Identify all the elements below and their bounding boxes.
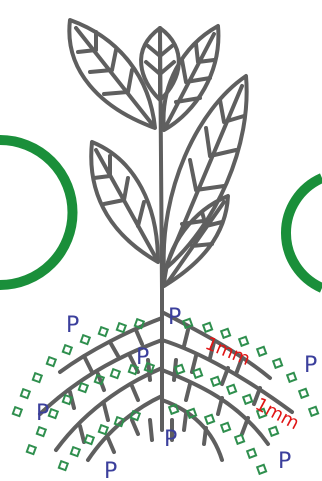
- nutrient-label: P: [104, 459, 117, 481]
- nutrient-label: P: [36, 401, 49, 426]
- nutrient-label: P: [168, 305, 181, 330]
- nutrient-label: P: [66, 313, 79, 338]
- nutrient-label: P: [136, 345, 149, 370]
- plant-icon: [69, 20, 246, 290]
- nutrient-label: P: [304, 353, 317, 378]
- nutrient-label: P: [278, 449, 291, 474]
- ring-left-icon: [0, 140, 73, 285]
- ring-right-icon: [286, 178, 322, 288]
- nutrient-label: P: [164, 427, 177, 452]
